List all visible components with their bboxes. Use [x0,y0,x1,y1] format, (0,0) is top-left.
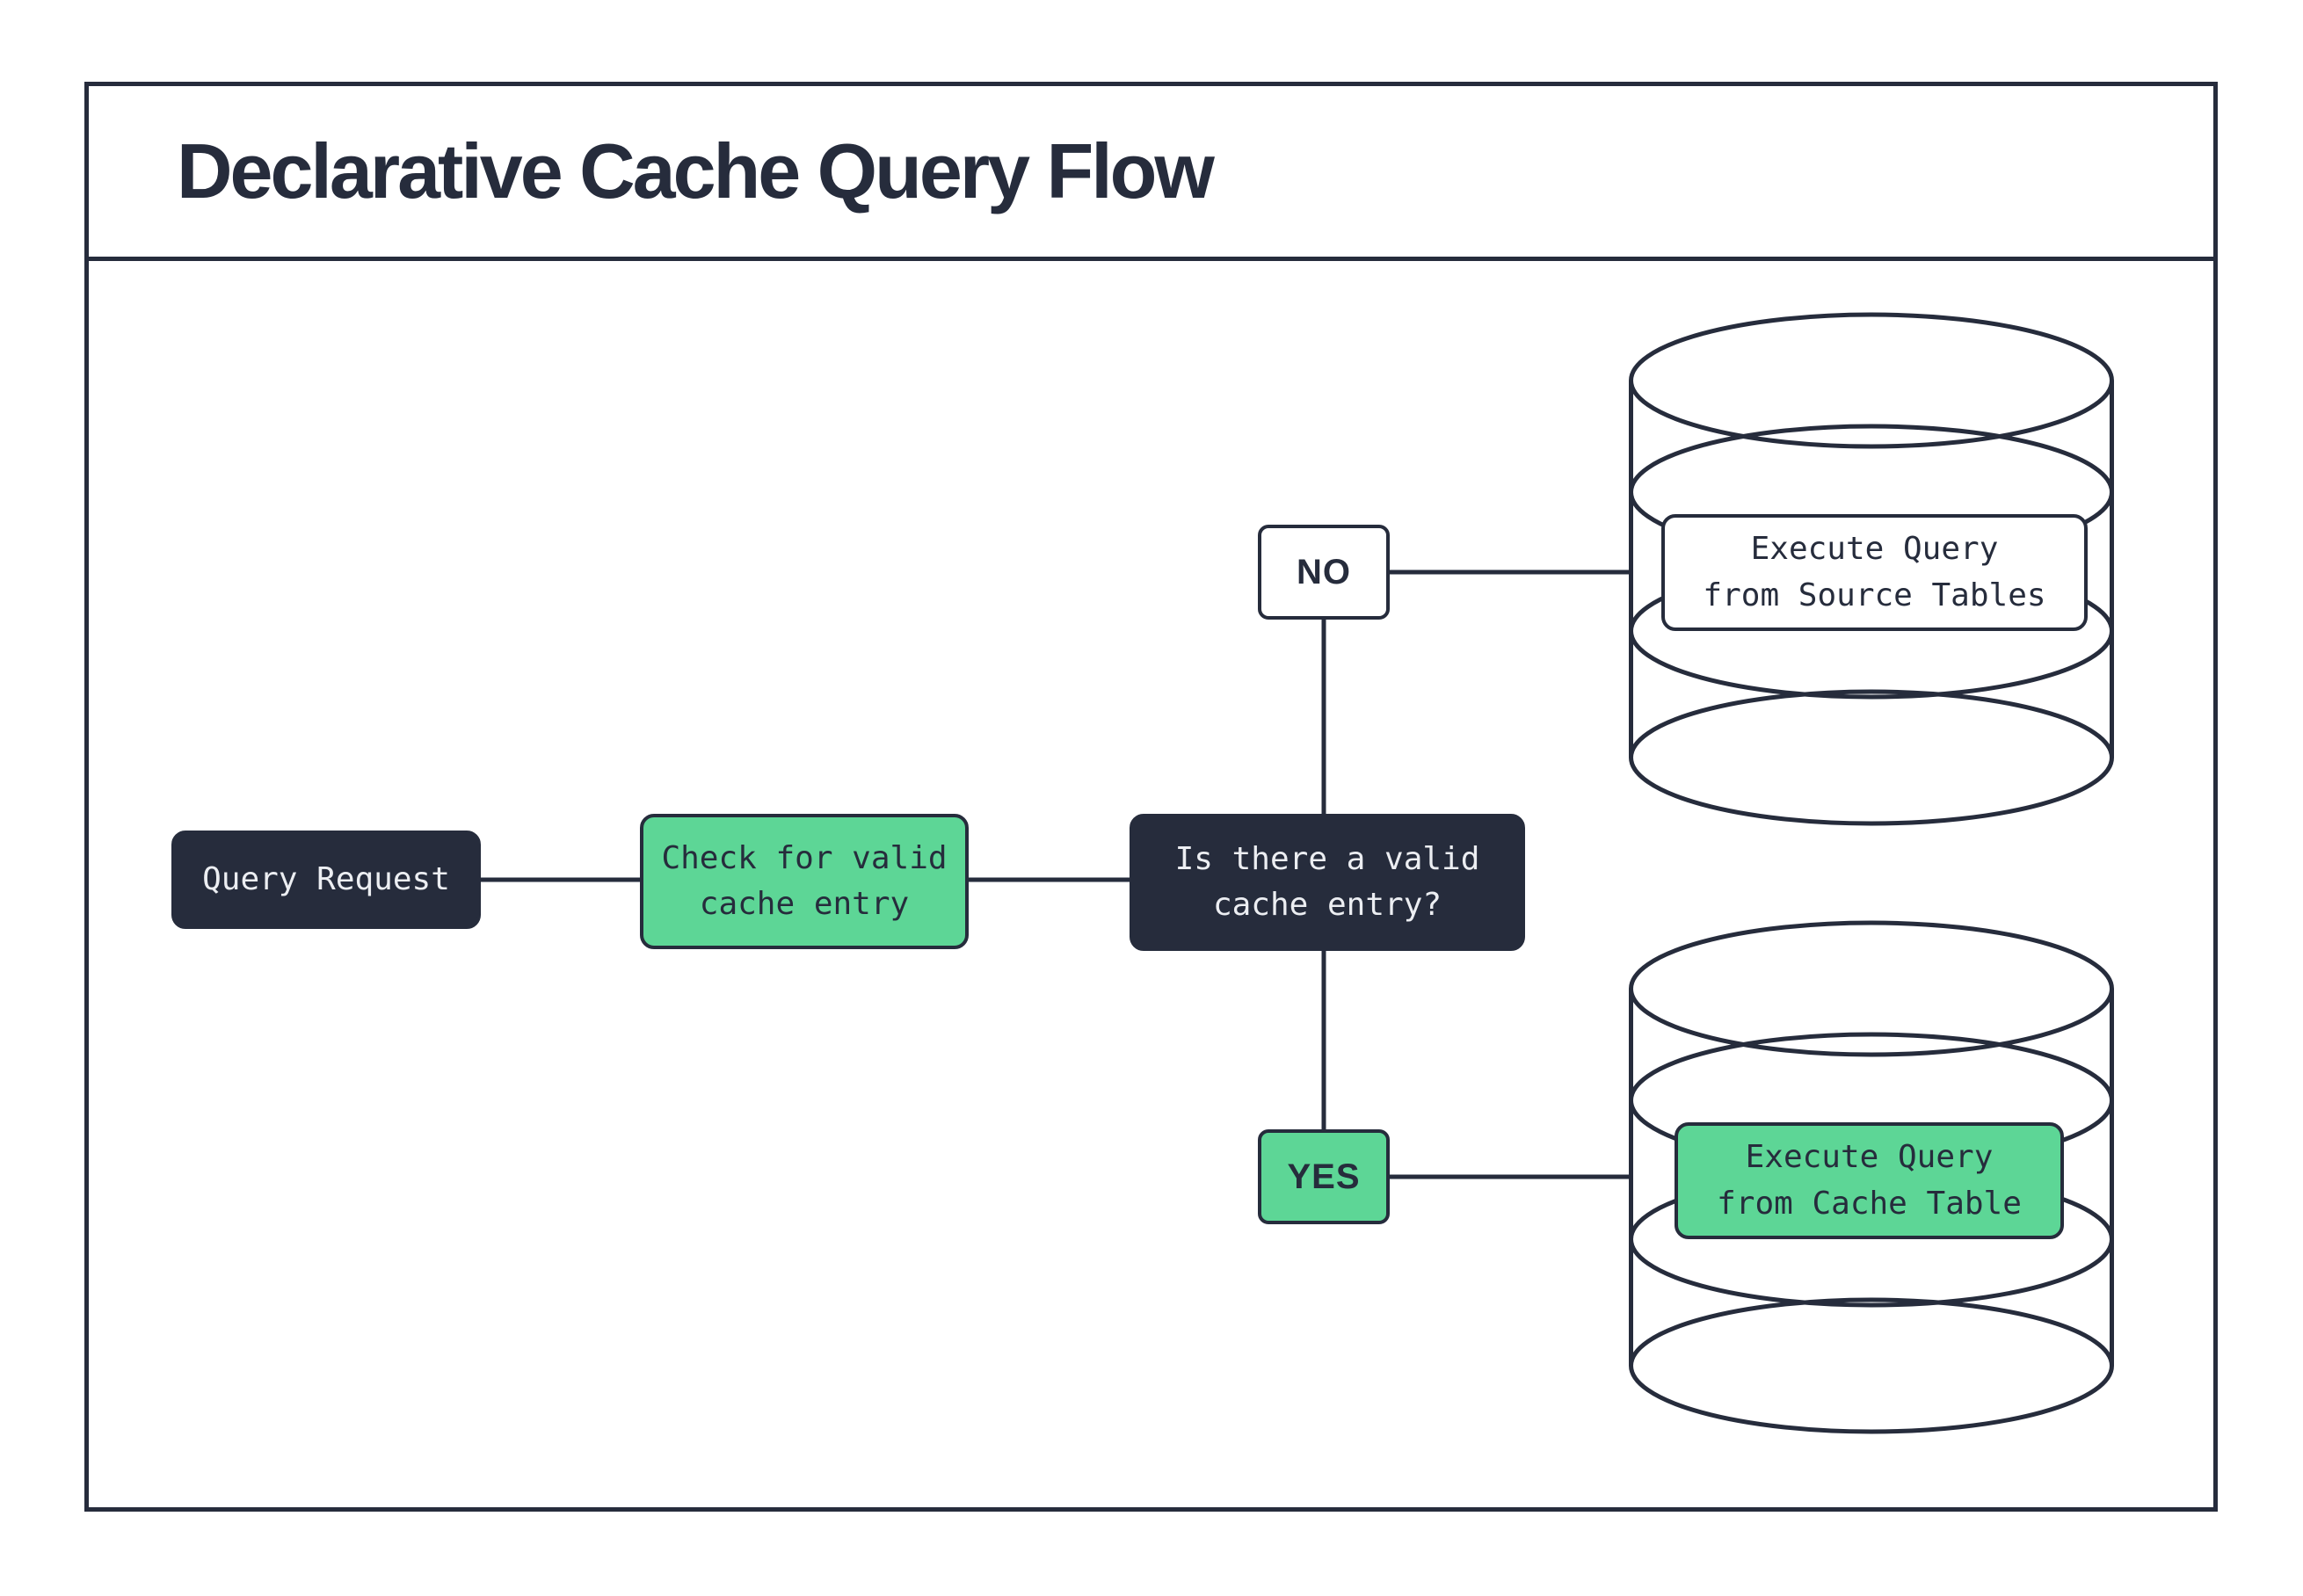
branch-no-label: NO [1297,553,1351,591]
decision-node: Is there a valid cache entry? [1130,814,1525,951]
cache-db-label-line2: from Cache Table [1717,1185,2022,1222]
source-db-disk-ellipse [1629,312,2114,449]
check-cache-label-line1: Check for valid [661,839,948,876]
decision-label-line2: cache entry? [1212,887,1442,923]
cache-db-label-box: Execute Query from Cache Table [1675,1122,2064,1239]
source-db-disk-ellipse [1629,689,2114,826]
branch-no-badge: NO [1258,525,1390,620]
branch-yes-label: YES [1287,1157,1361,1196]
check-cache-label-line2: cache entry [699,886,910,922]
query-request-label: Query Request [202,860,450,897]
cache-db-disk-ellipse [1629,920,2114,1057]
cache-db-label-line1: Execute Query [1745,1139,1994,1176]
source-db-label-line2: from Source Tables [1703,577,2046,613]
cache-db-cylinder [1629,920,2114,1434]
source-db-label-box: Execute Query from Source Tables [1661,514,2088,631]
decision-label-line1: Is there a valid [1174,840,1480,877]
title-bar: Declarative Cache Query Flow [89,86,2213,261]
branch-yes-badge: YES [1258,1129,1390,1224]
page-title: Declarative Cache Query Flow [177,127,1215,214]
diagram-frame: Declarative Cache Query Flow [84,82,2218,1512]
cache-db-disk-ellipse [1629,1297,2114,1434]
source-db-cylinder [1629,312,2114,826]
query-request-node: Query Request [171,831,481,929]
check-cache-node: Check for valid cache entry [640,814,969,949]
source-db-label-line1: Execute Query [1750,531,1999,568]
